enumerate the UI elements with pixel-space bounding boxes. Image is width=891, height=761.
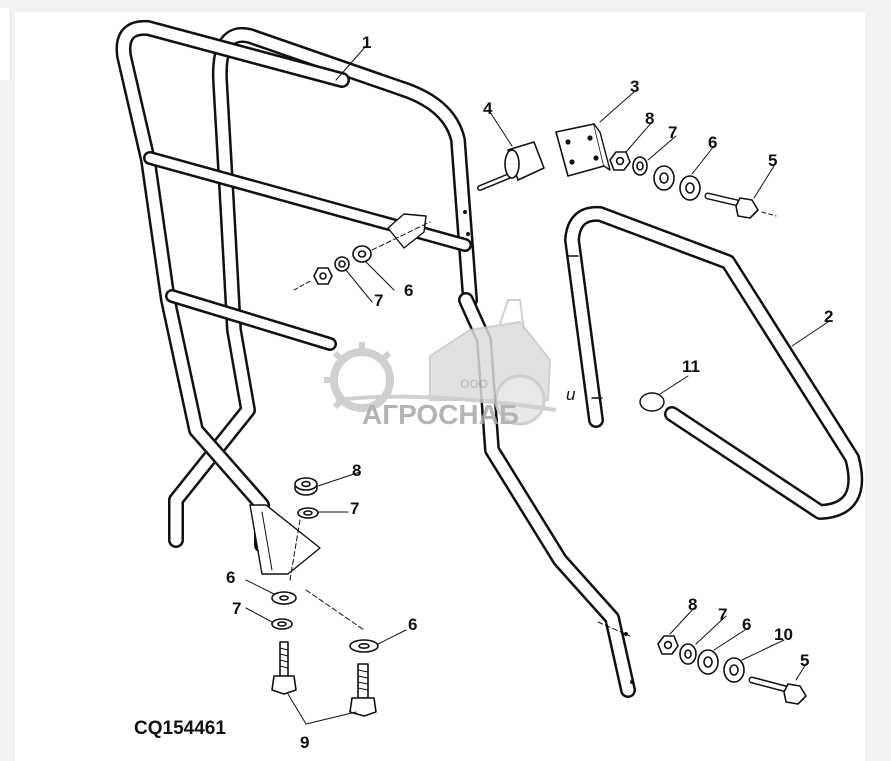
callout-8-upper: 8: [645, 109, 654, 128]
callout-6-lower-right: 6: [742, 615, 751, 634]
callout-u: u: [566, 385, 576, 404]
part-4-bumper: [477, 141, 545, 191]
part-2-side-tube: [564, 205, 864, 520]
callout-4: 4: [483, 99, 493, 118]
callout-2: 2: [824, 307, 833, 326]
callout-7-left: 7: [350, 499, 359, 518]
callout-3: 3: [630, 77, 639, 96]
upper-hardware-stack: [609, 151, 777, 219]
callout-8-lower-right: 8: [688, 595, 697, 614]
callout-6-middle: 6: [404, 281, 413, 300]
callout-8-left: 8: [352, 461, 361, 480]
callout-7-lower-right: 7: [718, 605, 727, 624]
part-11-cap: [639, 392, 665, 412]
exploded-parts-drawing: ООО АГРОСНАБ 1 2 3 4 5 5 6 6 6 6 6 7 7 7…: [115, 19, 864, 752]
callout-5-lower: 5: [800, 651, 809, 670]
callout-5-upper: 5: [768, 151, 777, 170]
callout-1: 1: [362, 33, 371, 52]
callout-9: 9: [300, 733, 309, 752]
lower-right-hardware: [597, 621, 807, 705]
callout-7-bottom: 7: [232, 599, 241, 618]
callout-labels: 1 2 3 4 5 5 6 6 6 6 6 7 7 7 7 7 8 8 8 9: [226, 33, 833, 752]
callout-6-left: 6: [226, 568, 235, 587]
parts-diagram-sheet: ООО АГРОСНАБ 1 2 3 4 5 5 6 6 6 6 6 7 7 7…: [15, 12, 865, 761]
callout-7-upper: 7: [668, 123, 677, 142]
leader-lines: [245, 45, 829, 725]
part-1-frame: [115, 19, 636, 698]
watermark: ООО АГРОСНАБ: [324, 299, 557, 430]
viewer-side-panel: [0, 8, 11, 80]
middle-hardware-stack: [293, 221, 431, 291]
callout-10: 10: [774, 625, 793, 644]
callout-6-upper: 6: [708, 133, 717, 152]
gear-tractor-logo-icon: [324, 299, 557, 426]
lower-left-hardware: [271, 477, 379, 717]
part-3-plate: [555, 123, 611, 177]
callout-6-bottom: 6: [408, 615, 417, 634]
watermark-company-prefix: ООО: [460, 377, 488, 391]
watermark-company-name: АГРОСНАБ: [362, 399, 519, 430]
drawing-code: CQ154461: [134, 718, 226, 739]
callout-7-middle: 7: [374, 291, 383, 310]
callout-11: 11: [682, 357, 700, 376]
